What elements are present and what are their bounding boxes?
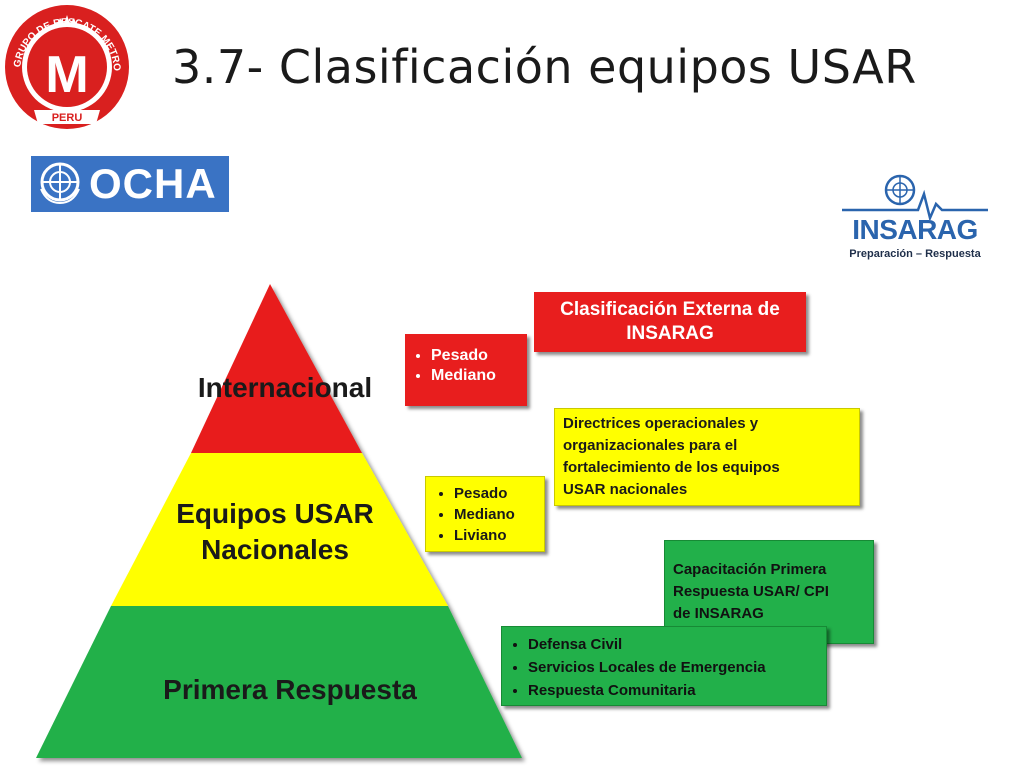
insarag-subtitle: Preparación – Respuesta (849, 248, 981, 260)
international-types-box: Pesado Mediano (405, 334, 527, 406)
insarag-logo: INSARAG Preparación – Respuesta (838, 170, 992, 266)
tier-label-national-line2: Nacionales (201, 534, 349, 565)
pyramid-tier-national (111, 453, 448, 606)
directrices-line: USAR nacionales (563, 481, 688, 498)
capacitacion-box: Capacitación Primera Respuesta USAR/ CPI… (664, 540, 874, 644)
insarag-classification-box: Clasificación Externa de INSARAG (534, 292, 806, 352)
first-response-box: Defensa Civil Servicios Locales de Emerg… (501, 626, 827, 706)
list-item: Servicios Locales de Emergencia (528, 656, 820, 679)
rescate-metropolitano-logo: GRUPO DE RESCATE METROPOLITANO M PERU (0, 0, 134, 134)
insarag-classification-line2: INSARAG (626, 323, 714, 344)
rescate-country: PERU (52, 112, 83, 124)
national-types-box: Pesado Mediano Liviano (425, 476, 545, 552)
heartbeat-globe-icon (842, 174, 988, 220)
directrices-line: fortalecimiento de los equipos (563, 459, 780, 476)
tier-label-first-response: Primera Respuesta (163, 674, 417, 705)
slide-title: 3.7- Clasificación equipos USAR (172, 40, 917, 94)
list-item: Pesado (454, 483, 540, 504)
capacitacion-line: Respuesta USAR/ CPI (673, 583, 829, 600)
pyramid-tier-first-response (36, 606, 522, 758)
list-item: Mediano (454, 504, 540, 525)
directrices-line: Directrices operacionales y (563, 415, 759, 432)
insarag-classification-line1: Clasificación Externa de (560, 299, 780, 320)
directrices-box: Directrices operacionales y organizacion… (554, 408, 860, 506)
rescate-letter: M (45, 46, 88, 104)
tier-label-international: Internacional (197, 372, 373, 403)
capacitacion-line: de INSARAG (673, 605, 764, 622)
list-item: Pesado (431, 346, 521, 366)
list-item: Respuesta Comunitaria (528, 679, 820, 702)
un-globe-icon (37, 159, 83, 210)
pyramid-tier-international (191, 284, 362, 453)
ocha-logo: OCHA (31, 156, 229, 212)
capacitacion-line: Capacitación Primera (673, 561, 827, 578)
list-item: Defensa Civil (528, 633, 820, 656)
ocha-text: OCHA (89, 160, 217, 207)
insarag-text: INSARAG (852, 214, 978, 245)
list-item: Mediano (431, 366, 521, 386)
directrices-line: organizacionales para el (563, 437, 738, 454)
list-item: Liviano (454, 525, 540, 546)
classification-pyramid (36, 284, 522, 758)
tier-label-national-line1: Equipos USAR (176, 498, 374, 529)
